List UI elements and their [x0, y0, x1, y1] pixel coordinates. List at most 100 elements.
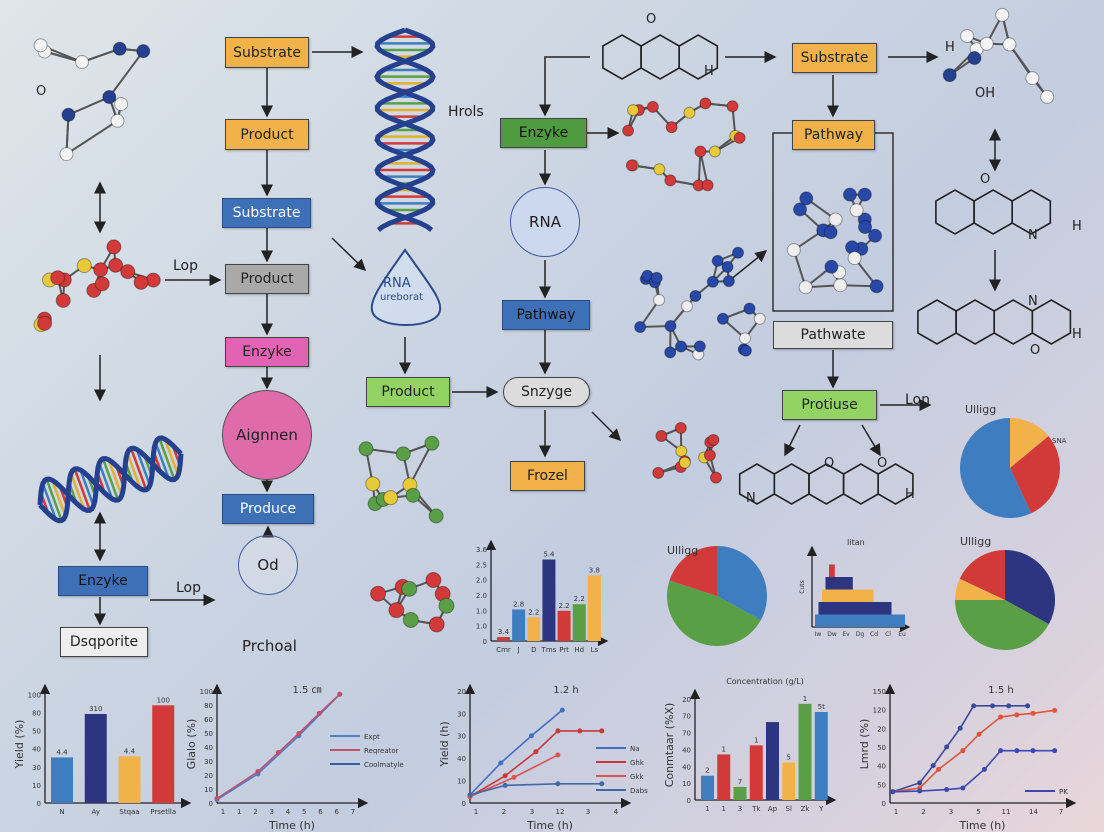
enzyme-box[interactable]: Enzyke [225, 337, 309, 367]
product-box[interactable]: Product [366, 377, 450, 407]
data-point [255, 769, 261, 775]
atom [106, 239, 122, 255]
y-tick-label: 2.5 [476, 561, 487, 569]
bar [766, 722, 779, 800]
atom [358, 441, 374, 457]
x-tick-label: Y [818, 805, 824, 813]
pathwate-box[interactable]: Pathwate [773, 321, 893, 349]
snzyge-node[interactable]: Snzyge [503, 377, 590, 407]
atom [722, 275, 735, 288]
bar [587, 575, 601, 641]
x-tick-label: 1 [894, 808, 898, 816]
data-point [957, 725, 963, 731]
pie-slice [955, 600, 1049, 650]
x-tick-label: 3 [530, 808, 534, 816]
od-node[interactable]: Od [238, 535, 298, 595]
x-tick-label: 1 [474, 808, 478, 816]
y-axis-label: Conmtaar (%X) [663, 703, 676, 787]
atom-label: O [36, 84, 47, 99]
data-point [1014, 712, 1020, 718]
substrate-box[interactable]: Substrate [222, 198, 311, 228]
dsqporite-box[interactable]: Dsqporite [60, 627, 148, 657]
ring [973, 189, 1014, 235]
y-tick-label: 80 [204, 702, 213, 710]
frozel-box[interactable]: Frozel [510, 461, 585, 491]
data-point [502, 782, 508, 788]
enzyme-box[interactable]: Enzyke [58, 566, 148, 596]
substrate-box[interactable]: Substrate [792, 43, 877, 73]
ring [993, 299, 1034, 345]
rna-node[interactable]: RNA [510, 187, 580, 257]
data-label: 1 [722, 745, 726, 753]
atom [1040, 89, 1055, 104]
y-tick-label: 0 [882, 800, 886, 808]
ring [678, 34, 719, 80]
x-tick-label: 2 [921, 808, 925, 816]
y-tick-label: 40 [32, 746, 41, 754]
pyramid-bar [818, 602, 892, 615]
chart-title: Concentration (g/L) [726, 677, 804, 686]
x-tick-label: 3 [738, 805, 742, 813]
x-tick-label: 2 [502, 808, 506, 816]
atom-label: O [824, 456, 835, 471]
y-tick-label: 80 [32, 710, 41, 718]
lop-label: Lop [173, 258, 199, 274]
pathway-box[interactable]: Pathway [792, 120, 875, 150]
atom [145, 272, 161, 288]
atom [732, 246, 745, 259]
bar [542, 559, 556, 641]
data-point [990, 703, 996, 709]
atom [798, 280, 813, 295]
data-point [971, 703, 977, 709]
bond [108, 50, 145, 98]
data-point [917, 780, 923, 786]
bar-chart: 01.01.02.02.02.53.63.4Cmr2.8J2.2D5.4Tms2… [476, 539, 609, 654]
x-tick-label: Sl [786, 805, 792, 813]
data-point [1052, 707, 1058, 713]
atom-label: OH [975, 86, 996, 101]
x-tick-label: 4 [614, 808, 619, 816]
ring [602, 34, 642, 80]
chem-structure-right-1 [935, 189, 1052, 235]
enzyme-box[interactable]: Enzyke [500, 118, 587, 148]
y-tick-label: 40 [682, 763, 691, 771]
product-box[interactable]: Product [225, 264, 309, 294]
protiuse-box[interactable]: Protiuse [782, 390, 877, 420]
atom-label: H [704, 64, 714, 79]
bar [118, 756, 141, 803]
data-label: 5t [818, 703, 825, 711]
x-tick-label: 3 [270, 808, 274, 816]
atom [424, 435, 440, 451]
atom [428, 616, 445, 633]
atom [425, 572, 442, 589]
y-tick-label: 10 [682, 780, 691, 788]
lon-label: Lon [905, 392, 930, 408]
atom [650, 271, 663, 284]
dna-strand [38, 445, 184, 524]
legend-label: Gkk [630, 773, 644, 781]
y-tick-label: 40 [877, 763, 886, 771]
base-pair [41, 483, 58, 520]
atom [857, 187, 872, 202]
legend-label: Reqreator [364, 747, 399, 755]
atom-label: O [646, 12, 657, 27]
atom [383, 490, 399, 506]
aignnen-node[interactable]: Aignnen [222, 390, 312, 480]
pathway-box[interactable]: Pathway [502, 300, 590, 330]
data-point [1030, 710, 1036, 716]
data-point [930, 763, 936, 769]
substrate-box[interactable]: Substrate [225, 37, 309, 68]
arrow [729, 250, 768, 281]
y-tick-label: 10 [32, 782, 41, 790]
atom [703, 449, 716, 462]
arrow [539, 56, 590, 117]
atom [699, 97, 712, 110]
ring [773, 463, 810, 505]
y-tick-label: 150 [873, 688, 886, 696]
x-tick-label: Prsetlla [150, 808, 176, 816]
chart-title: Iitan [847, 538, 865, 547]
product-box[interactable]: Product [225, 119, 309, 150]
produce-box[interactable]: Produce [222, 494, 314, 524]
bond [699, 151, 709, 186]
